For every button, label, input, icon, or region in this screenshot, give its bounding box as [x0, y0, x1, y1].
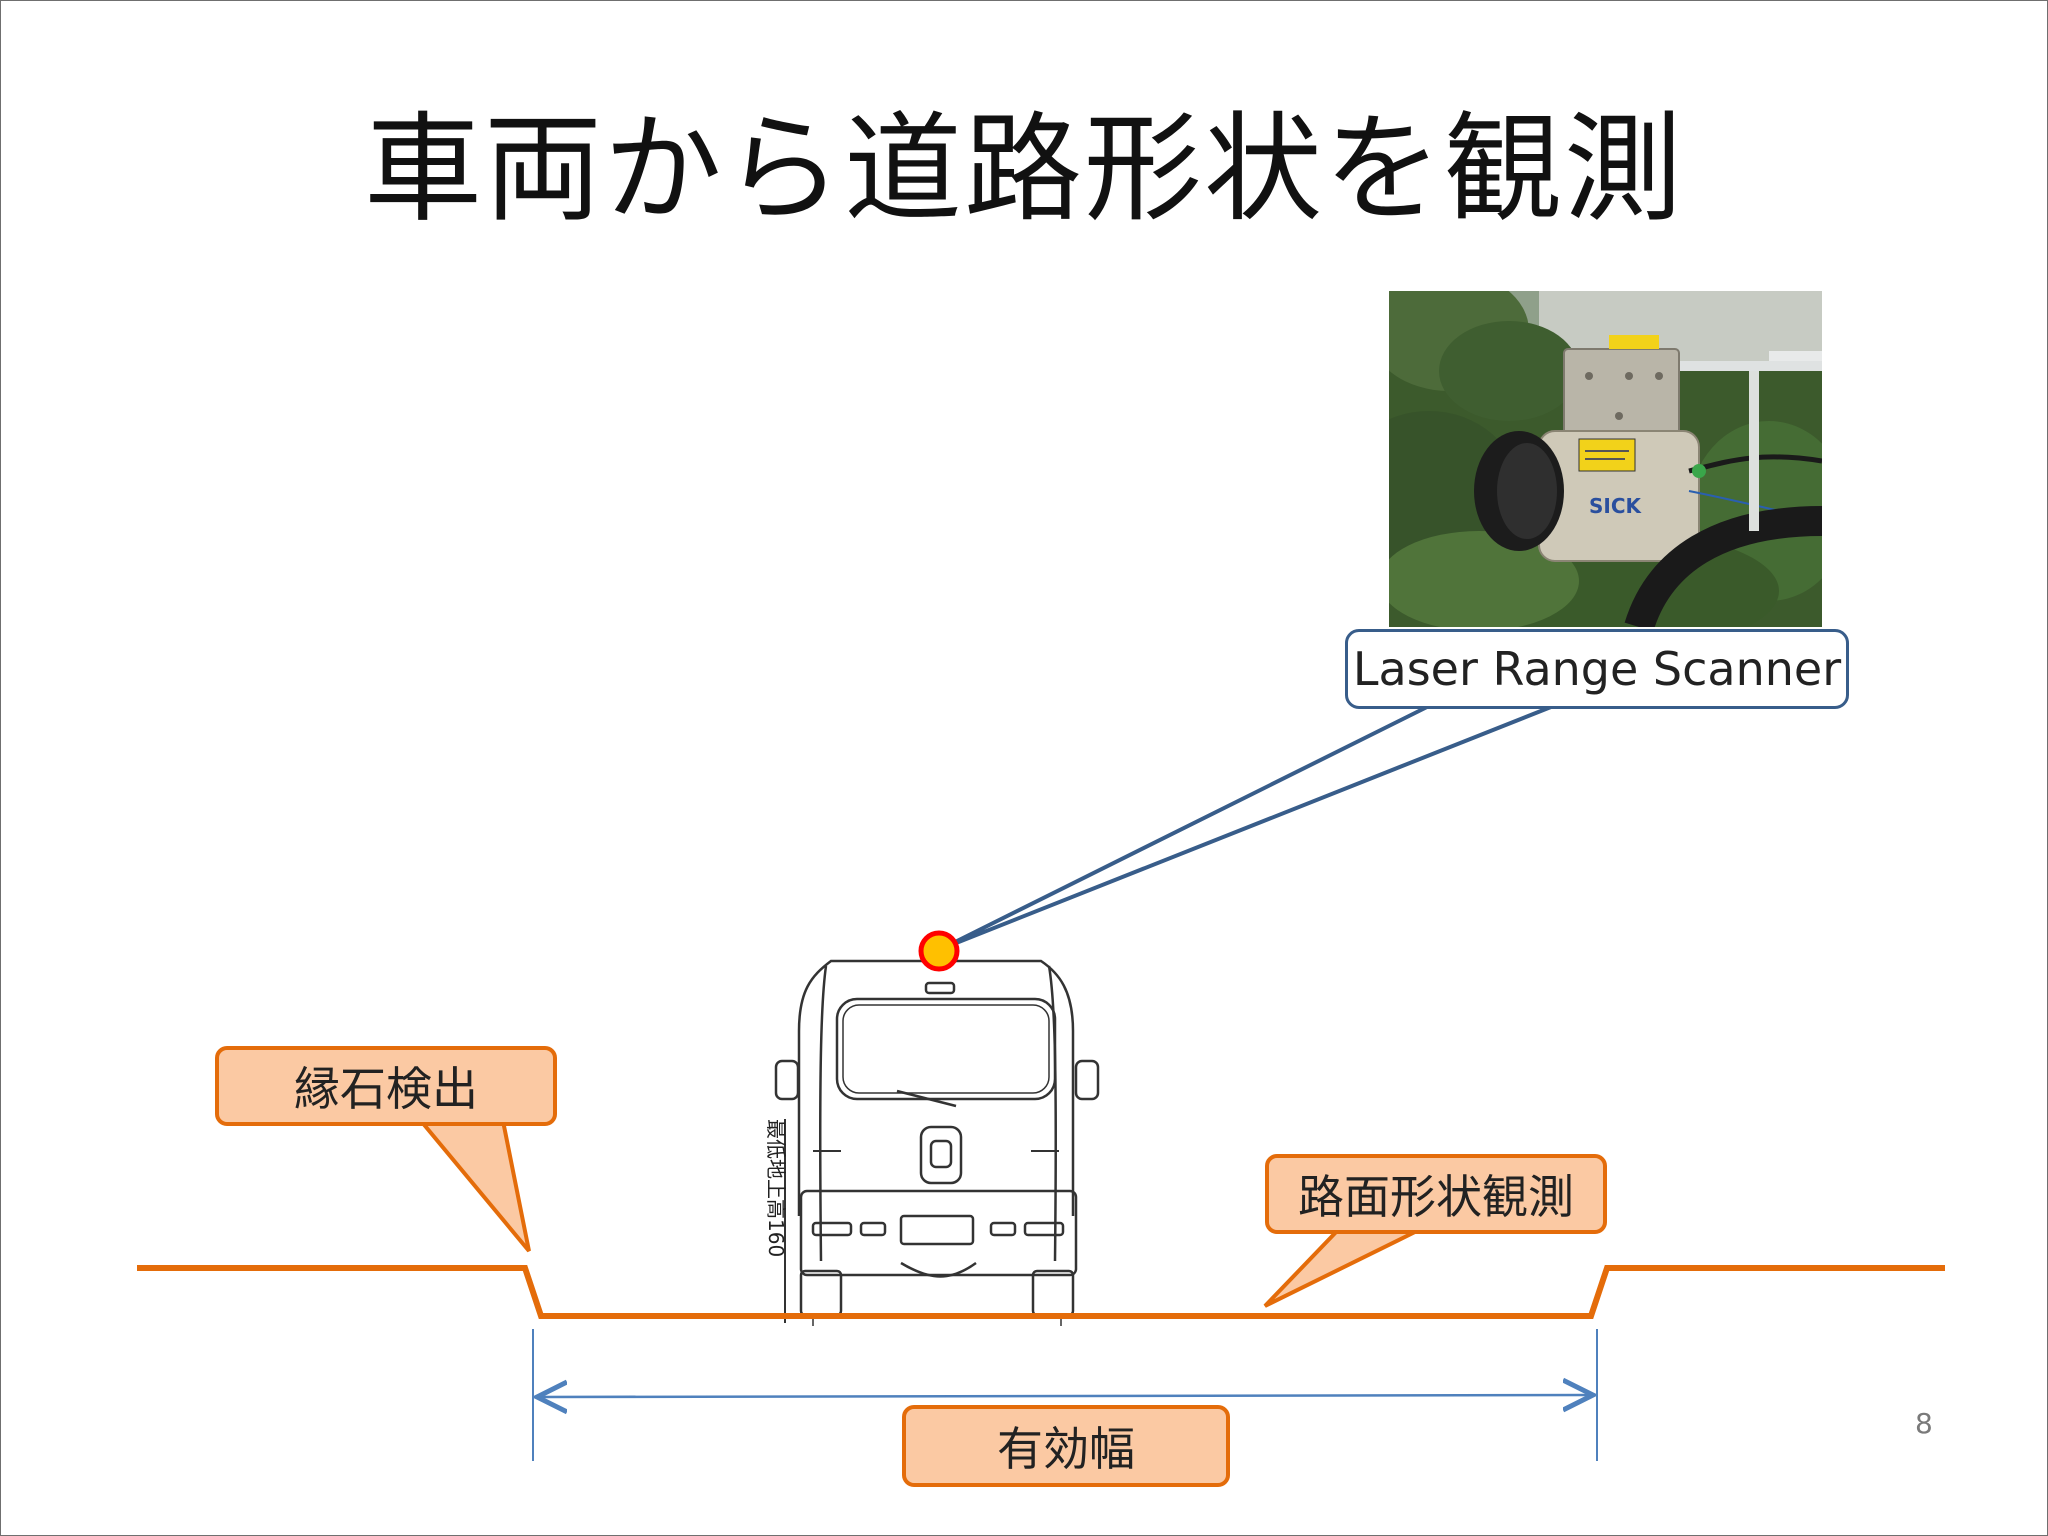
scanner-callout-label: Laser Range Scanner	[1352, 642, 1842, 696]
curb-callout-label: 縁石検出	[294, 1062, 478, 1116]
scanner-callout-pointer	[940, 703, 1557, 951]
curb-callout-pointer	[419, 1119, 531, 1253]
effective-width-callout: 有効幅	[902, 1405, 1230, 1487]
curb-callout: 縁石検出	[215, 1046, 557, 1126]
road-surface-callout-pointer	[1263, 1227, 1422, 1308]
laser-scanner-photo-image: SICK	[1389, 291, 1822, 627]
ground-clearance-label: 最低地上高160	[764, 1119, 788, 1257]
vehicle-drawing	[774, 959, 1100, 1326]
sick-logo: SICK	[1589, 494, 1643, 518]
road-profile-line	[137, 1265, 1945, 1319]
road-surface-callout-label: 路面形状観測	[1298, 1170, 1574, 1224]
road-surface-callout: 路面形状観測	[1265, 1154, 1607, 1234]
laser-sensor-marker	[918, 930, 960, 972]
scanner-callout: Laser Range Scanner	[1345, 629, 1849, 709]
effective-width-arrow	[537, 1395, 1593, 1397]
laser-scanner-photo: SICK	[1389, 291, 1822, 627]
page-number: 8	[1915, 1407, 1933, 1440]
slide-title: 車両から道路形状を観測	[363, 100, 1684, 238]
effective-width-label: 有効幅	[997, 1422, 1135, 1476]
